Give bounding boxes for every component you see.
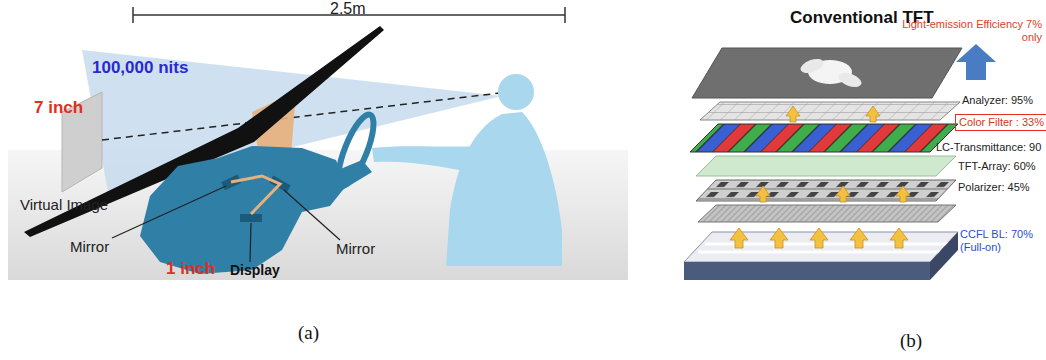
efficiency-label: Light-emission Efficiency 7% only — [894, 18, 1042, 43]
dashboard — [140, 146, 346, 274]
flower-image — [837, 70, 864, 89]
leader-line — [250, 223, 251, 262]
size-label: 1 inch — [166, 259, 215, 279]
layer-label: Polarizer: 45% — [958, 181, 1030, 194]
display-symbol — [240, 214, 262, 222]
layer-label: TFT-Array: 60% — [958, 160, 1036, 173]
dimension-tick — [564, 7, 566, 23]
lc-layer — [696, 156, 956, 176]
size-label: 7 inch — [34, 98, 83, 118]
part-label: Mirror — [70, 238, 109, 255]
driver-body — [446, 112, 562, 266]
leader-line — [112, 186, 226, 238]
optical-path — [231, 176, 280, 214]
leader-line — [284, 190, 340, 240]
lamp-tube — [698, 251, 942, 254]
analyzer-layer — [700, 102, 960, 120]
backlight-base — [930, 232, 958, 280]
luminance-label: 100,000 nits — [92, 58, 188, 78]
driver-arm — [372, 146, 488, 176]
part-label: Mirror — [336, 240, 375, 257]
flower-image — [799, 56, 826, 75]
polarizer-layer — [698, 205, 956, 222]
dimension-label: 2.5m — [330, 0, 366, 18]
subfigure-label: (a) — [298, 322, 319, 344]
light-arrows — [730, 106, 910, 248]
part-label: Display — [230, 262, 280, 278]
efficiency-arrow — [956, 44, 996, 80]
highlight-box: Color Filter : 33% — [955, 114, 1046, 131]
tft-array-layer — [696, 180, 956, 201]
box-text: Color Filter : 33% — [959, 116, 1044, 129]
layer-label: Analyzer: 95% — [962, 94, 1033, 107]
subfigure-label: (b) — [900, 330, 922, 352]
backlight-base — [684, 262, 930, 280]
image-layer — [692, 48, 962, 98]
layer-label: LC-Transmittance: 90 — [936, 141, 1041, 154]
color-filter-layer — [690, 124, 958, 152]
part-label: Virtual Image — [20, 196, 108, 213]
driver-head — [498, 74, 534, 110]
dimension-tick — [132, 7, 134, 23]
layer-label: CCFL BL: 70% (Full-on) — [960, 228, 1042, 253]
